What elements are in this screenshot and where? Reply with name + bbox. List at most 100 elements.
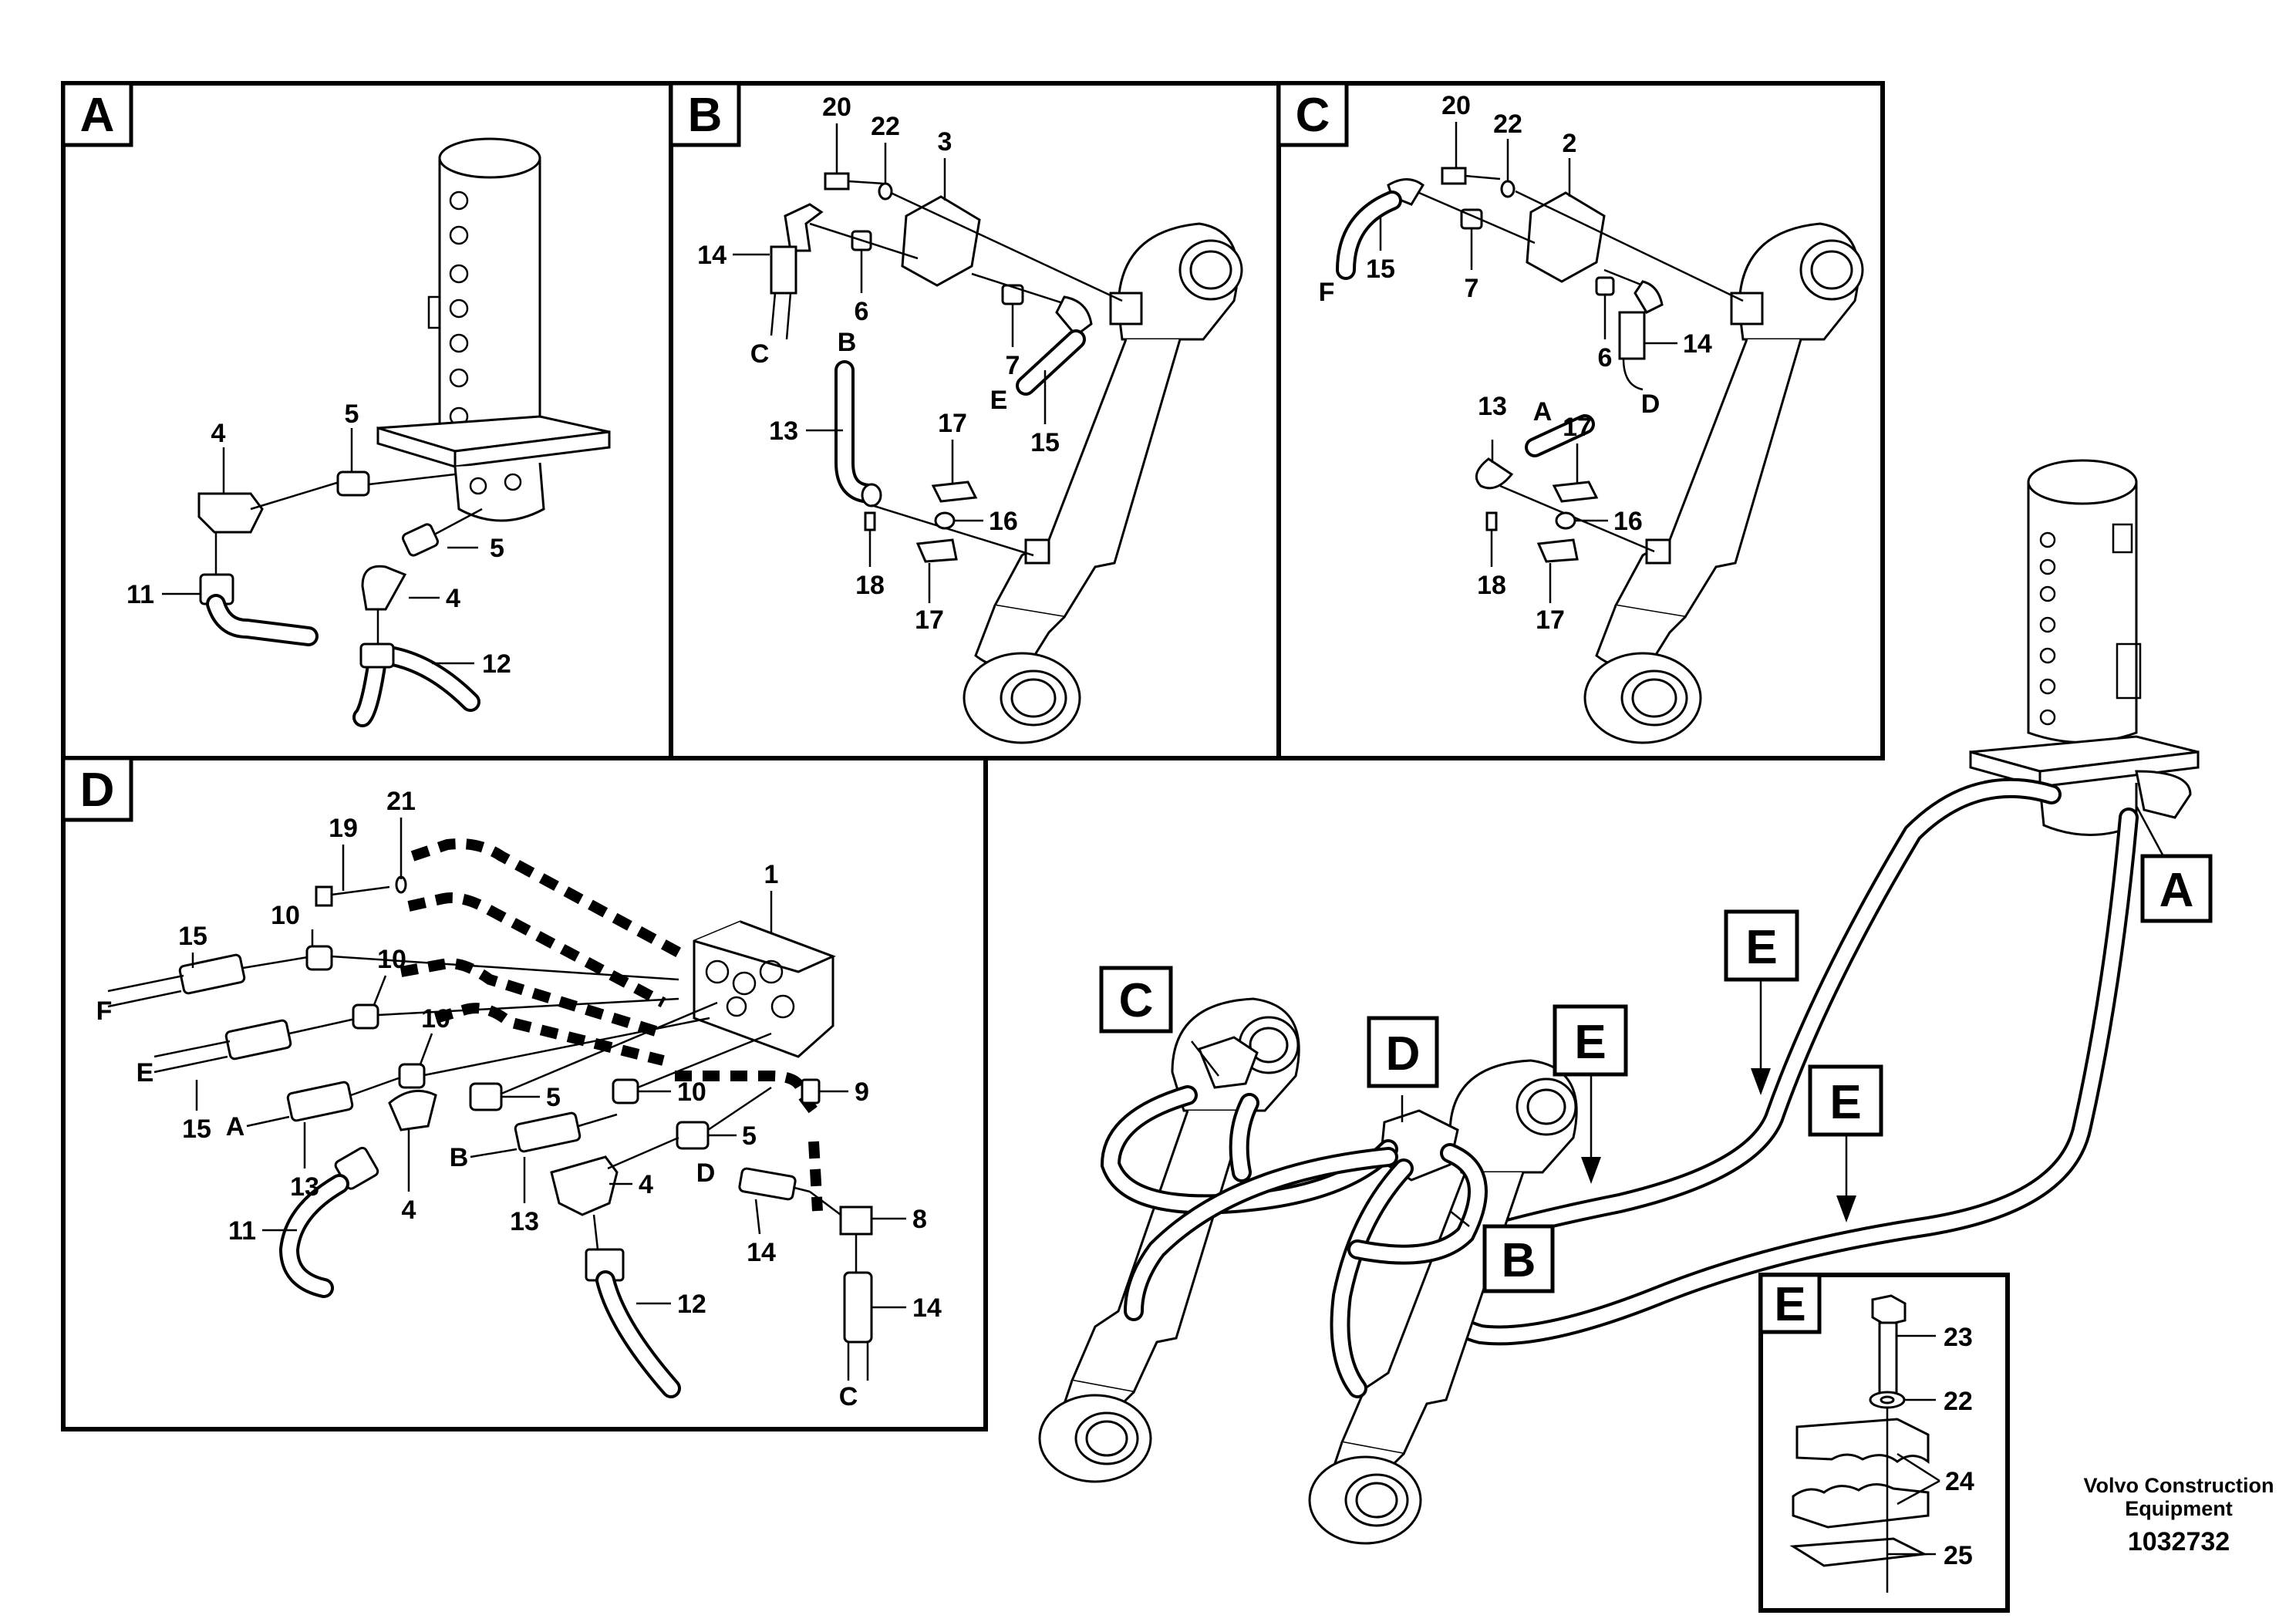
panel-d-letter: D: [80, 764, 115, 817]
panel-c-end-f: F: [1319, 278, 1335, 307]
panel-c-drawing: 20 22 2 15 7 6 14 13 17 16 18 17 F D A: [1319, 91, 1864, 744]
overview-callout-a: A: [2140, 854, 2213, 923]
panel-e-letter: E: [1774, 1278, 1805, 1331]
panel-b-end-b: B: [838, 328, 857, 357]
panel-e-letter-box: E: [1758, 1273, 1822, 1334]
overview-callout-e3: E: [1808, 1064, 1883, 1137]
panel-a-drawing: 4 5 5 4 11 12: [126, 137, 611, 727]
overview-callout-e1-text: E: [1574, 1016, 1606, 1069]
footer-line-2: Equipment: [2125, 1497, 2233, 1520]
panel-d-end-e: E: [137, 1058, 154, 1088]
panel-a-callout-5b: 5: [490, 534, 504, 563]
panel-e-callout-23: 23: [1944, 1323, 1973, 1352]
panel-b-callout-15: 15: [1030, 428, 1060, 457]
panel-b-callout-14: 14: [697, 241, 727, 270]
panel-a-letter-box: A: [61, 81, 133, 147]
panel-c-end-d: D: [1641, 389, 1660, 419]
overview-callout-d-text: D: [1386, 1027, 1421, 1081]
panel-c-frame: [1276, 81, 1885, 760]
panel-a-callout-4: 4: [211, 419, 226, 448]
panel-c-callout-7: 7: [1465, 274, 1479, 303]
overview-callout-c-text: C: [1119, 974, 1154, 1027]
panel-b-callout-20: 20: [822, 93, 851, 122]
panel-e-callout-24: 24: [1945, 1467, 1974, 1496]
panel-a-letter: A: [80, 89, 115, 142]
footer-branding: Volvo Construction Equipment 1032732: [2084, 1474, 2274, 1556]
panel-c-callout-17: 17: [1563, 413, 1592, 442]
panel-c-callout-16: 16: [1613, 507, 1643, 536]
panel-d-end-c: C: [839, 1382, 858, 1411]
panel-d-callout-15b: 15: [182, 1114, 211, 1144]
overview-callout-e3-text: E: [1829, 1076, 1861, 1129]
panel-d-callout-14b: 14: [912, 1293, 942, 1323]
panel-b-letter-box: B: [669, 81, 741, 147]
document-number: 1032732: [2128, 1527, 2230, 1556]
panel-c-callout-2: 2: [1563, 129, 1577, 158]
panel-b-letter: B: [688, 89, 723, 142]
overview-callout-e2: E: [1724, 909, 1799, 982]
panel-d-callout-8: 8: [912, 1205, 927, 1234]
panel-d-end-f: F: [96, 996, 113, 1026]
panel-b-callout-3: 3: [938, 127, 952, 157]
panel-b-callout-16: 16: [989, 507, 1018, 536]
panel-c-callout-14: 14: [1683, 329, 1712, 359]
overview-callout-a-text: A: [2159, 864, 2194, 917]
overview-assembly: [1038, 459, 2200, 1545]
overview-callout-c: C: [1099, 966, 1173, 1034]
panel-d-callout-1: 1: [764, 860, 779, 889]
panel-d-callout-14: 14: [747, 1238, 776, 1267]
panel-d-frame: [61, 756, 988, 1431]
panel-e-drawing: 23 22 24 25: [1789, 1294, 1974, 1593]
panel-b-frame: [669, 81, 1281, 760]
panel-d-callout-5b: 5: [742, 1121, 757, 1151]
footer-line-1: Volvo Construction: [2084, 1474, 2274, 1497]
panel-d-callout-21: 21: [386, 787, 416, 816]
panel-b-callout-7: 7: [1006, 351, 1020, 380]
panel-c-letter-box: C: [1276, 81, 1349, 147]
panel-b-callout-22: 22: [871, 112, 900, 141]
panel-b-end-e: E: [990, 386, 1008, 415]
overview-callout-e1: E: [1553, 1004, 1628, 1077]
panel-b-end-c: C: [750, 339, 770, 369]
panel-d-end-d: D: [696, 1158, 716, 1188]
panel-d-callout-10b: 10: [377, 945, 406, 974]
overview-callout-e2-text: E: [1745, 921, 1777, 974]
panel-d-callout-4: 4: [402, 1195, 416, 1225]
panel-c-end-a: A: [1533, 397, 1553, 427]
panel-b-callout-6: 6: [855, 297, 869, 326]
panel-c-callout-15: 15: [1366, 255, 1395, 284]
panel-b-callout-13: 13: [769, 416, 798, 446]
panel-d-callout-10a: 10: [271, 901, 300, 930]
panel-c-callout-22: 22: [1493, 110, 1522, 139]
panel-d-callout-4b: 4: [639, 1170, 653, 1199]
overview-callout-b-text: B: [1502, 1234, 1536, 1287]
panel-d-callout-15: 15: [178, 922, 207, 951]
panel-d-callout-13: 13: [290, 1172, 319, 1202]
panel-c-letter: C: [1296, 89, 1330, 142]
panel-d-callout-5: 5: [546, 1083, 561, 1112]
panel-d-callout-10d: 10: [677, 1077, 706, 1107]
panel-e-detail-frame: [1758, 1273, 2010, 1613]
panel-d-callout-9: 9: [855, 1077, 869, 1107]
panel-c-callout-6: 6: [1598, 343, 1613, 373]
panel-e-callout-22: 22: [1944, 1387, 1973, 1416]
panel-d-drawing: 19 21 1 15 10 10 10 15 13 5 10 9 11 4 13…: [96, 787, 942, 1411]
panel-d-callout-12: 12: [677, 1290, 706, 1319]
panel-c-callout-17b: 17: [1536, 605, 1565, 635]
panel-c-callout-20: 20: [1441, 91, 1471, 120]
panel-b-cylinder: [963, 222, 1243, 744]
overview-callout-d: D: [1367, 1016, 1439, 1088]
panel-a-callout-5: 5: [345, 400, 359, 429]
panel-c-cylinder: [1583, 222, 1864, 744]
panel-c-callout-18: 18: [1477, 571, 1506, 600]
panel-b-callout-17: 17: [938, 409, 967, 438]
panel-b-drawing: 20 22 3 14 6 7 15 13 17 16 18 17 C B E: [697, 93, 1243, 744]
panel-d-callout-10c: 10: [421, 1004, 450, 1034]
panel-d-end-b: B: [450, 1143, 469, 1172]
overview-callout-b: B: [1482, 1224, 1555, 1293]
panel-d-letter-box: D: [61, 756, 133, 822]
panel-b-callout-17b: 17: [915, 605, 944, 635]
panel-d-callout-11: 11: [228, 1216, 256, 1246]
panel-d-callout-19: 19: [329, 814, 358, 843]
